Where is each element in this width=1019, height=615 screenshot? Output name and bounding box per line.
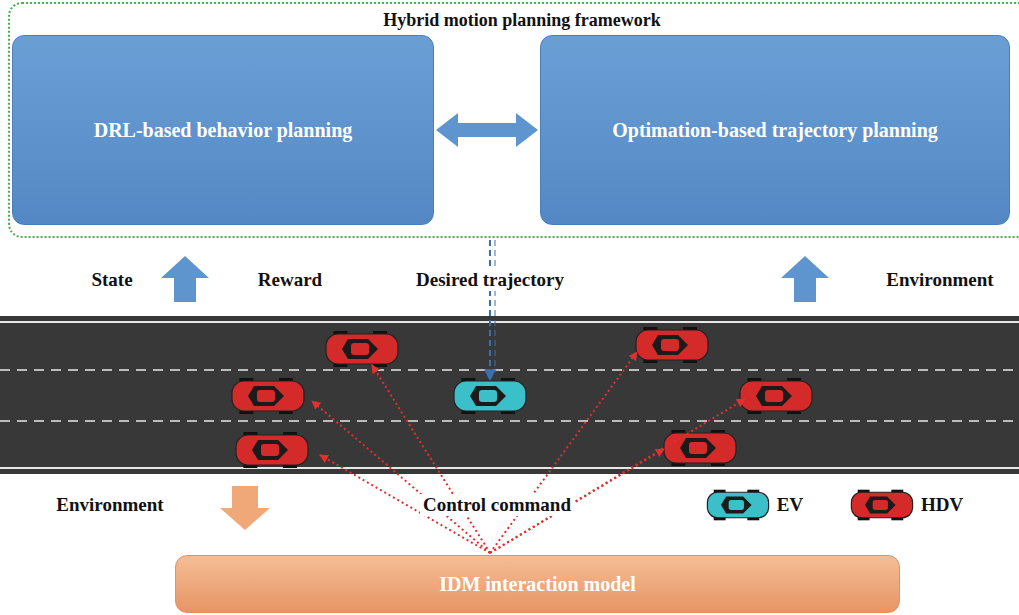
text-label: Reward — [258, 269, 322, 291]
car-cabin — [342, 339, 378, 359]
car-icon — [454, 378, 526, 414]
car-cabin — [252, 440, 288, 460]
car-body — [636, 330, 708, 360]
process-box: IDM interaction model — [175, 555, 900, 613]
text-label: Desired trajectory — [413, 269, 567, 291]
car-roof — [261, 444, 279, 456]
state-arrow — [161, 256, 209, 302]
text-label: Environment — [56, 494, 163, 516]
car-icon — [636, 327, 708, 363]
framework-frame: Hybrid motion planning frameworkDRL-base… — [8, 2, 1019, 238]
car-roof — [729, 500, 744, 510]
car-icon — [326, 331, 398, 367]
double-arrow — [458, 123, 516, 137]
car-icon — [232, 378, 304, 414]
car-icon — [851, 490, 912, 521]
desired-trajectory-arrow — [489, 240, 491, 380]
control-command-line — [490, 399, 745, 553]
car-body — [232, 381, 304, 411]
lane-line — [0, 420, 1019, 422]
frame-title: Hybrid motion planning framework — [10, 10, 1019, 31]
car-cabin — [865, 497, 896, 514]
car-icon — [707, 490, 768, 521]
car-roof — [689, 442, 707, 454]
car-icon — [664, 430, 736, 466]
car-cabin — [470, 386, 506, 406]
car-cabin — [756, 386, 792, 406]
text-label: State — [91, 269, 132, 291]
car-roof — [479, 390, 497, 402]
road — [0, 316, 1019, 474]
text-label: Control command — [420, 494, 574, 516]
car-roof — [661, 339, 679, 351]
car-body — [326, 334, 398, 364]
box-label: DRL-based behavior planning — [94, 119, 353, 142]
text-label: Environment — [886, 269, 993, 291]
control-command-line — [312, 401, 490, 553]
desired-trajectory-arrow — [495, 240, 496, 372]
car-roof — [351, 343, 369, 355]
car-body — [454, 381, 526, 411]
road-edge — [0, 321, 1019, 323]
car-icon — [236, 432, 308, 468]
control-command-line — [490, 352, 637, 553]
car-body — [236, 435, 308, 465]
lane-line — [0, 369, 1019, 371]
legend-label: HDV — [921, 494, 963, 516]
car-body — [664, 433, 736, 463]
car-cabin — [652, 335, 688, 355]
process-box: DRL-based behavior planning — [12, 35, 434, 225]
box-label: IDM interaction model — [439, 573, 636, 596]
car-body — [851, 492, 912, 518]
environment-arrow — [781, 256, 829, 302]
car-cabin — [721, 497, 752, 514]
environment-arrow — [220, 486, 270, 530]
road-edge — [0, 467, 1019, 469]
car-roof — [873, 500, 888, 510]
control-command-line — [372, 365, 490, 553]
process-box: Optimation-based trajectory planning — [540, 35, 1010, 225]
box-label: Optimation-based trajectory planning — [612, 119, 938, 142]
car-body — [707, 492, 768, 518]
car-roof — [765, 390, 783, 402]
legend-label: EV — [777, 494, 803, 516]
car-cabin — [680, 438, 716, 458]
car-body — [740, 381, 812, 411]
car-cabin — [248, 386, 284, 406]
car-roof — [257, 390, 275, 402]
car-icon — [740, 378, 812, 414]
